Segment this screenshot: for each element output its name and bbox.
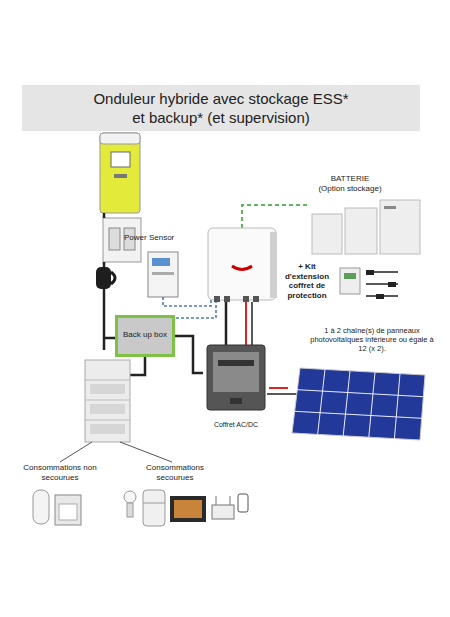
title-band: Onduleur hybride avec stockage ESS* et b… — [22, 85, 420, 131]
extension-kit — [366, 272, 398, 296]
appliance-icon — [59, 504, 77, 520]
extension-kit — [366, 270, 374, 275]
text-block: Power Sensor — [124, 233, 184, 243]
distribution-panel — [85, 360, 130, 442]
node-label: Coffret AC/DC — [203, 421, 269, 429]
cable — [269, 387, 288, 389]
distribution-panel — [90, 404, 125, 414]
node-label: 1 à 2 chaîne(s) de panneaux photovoltaïq… — [310, 326, 434, 353]
appliance-icon — [33, 490, 49, 524]
power-wire — [245, 302, 247, 345]
main-wire — [130, 357, 145, 375]
communication-wire — [163, 297, 211, 306]
appliance-icon — [170, 496, 206, 522]
battery-box: BATTERIE(Option stockage) — [300, 172, 422, 258]
node-note: (Option stockage) — [300, 184, 400, 194]
breaker-module — [109, 228, 120, 250]
appliance-icon — [55, 495, 81, 525]
appliance-icon — [124, 491, 136, 503]
node-label: Power Sensor — [124, 233, 184, 243]
power-sensor-device — [152, 272, 174, 275]
ac-dc-box — [213, 352, 259, 392]
meter — [111, 152, 130, 167]
ac-dc-box — [207, 345, 265, 410]
current-clamp — [111, 272, 115, 284]
battery-units — [345, 208, 377, 254]
solar-panel — [292, 368, 425, 440]
distribution-panel — [85, 380, 130, 420]
ac-dc-box: Coffret AC/DC — [203, 343, 269, 429]
power-sensor-device — [148, 252, 178, 297]
power-wire — [251, 302, 253, 345]
inverter — [224, 296, 230, 302]
node-label: Back up box — [118, 330, 172, 340]
text-block: Back up box — [118, 330, 172, 340]
current-clamp — [96, 267, 111, 289]
ac-dc-box — [207, 345, 265, 410]
distribution-panel — [90, 384, 125, 394]
power-sensor-device — [152, 258, 170, 266]
distribution-panel — [85, 360, 130, 442]
power-wire — [225, 302, 228, 345]
sensor-box: Power Sensor — [120, 233, 182, 299]
cable — [175, 336, 203, 373]
power-wire — [267, 393, 300, 395]
solar-panel — [292, 368, 425, 440]
ac-dc-box — [230, 398, 242, 404]
inverter — [243, 296, 249, 302]
meter — [100, 133, 140, 144]
battery-units — [312, 200, 420, 254]
current-clamp — [96, 267, 115, 289]
solar-panel — [295, 369, 424, 438]
extension-kit — [388, 282, 396, 287]
distribution-panel — [90, 424, 125, 434]
appliance-icon — [216, 496, 230, 505]
inverter — [214, 296, 220, 302]
extension-kit — [340, 268, 360, 294]
appliance-icon — [238, 494, 248, 512]
appliance-icon — [127, 503, 133, 517]
power-sensor-device — [148, 252, 178, 297]
appliance-icon — [174, 500, 202, 518]
leader-line — [60, 442, 172, 462]
battery-units — [312, 214, 342, 254]
appliance-icon — [143, 503, 165, 504]
communication-wire — [175, 300, 216, 318]
inverter — [208, 228, 276, 300]
text-block: Coffret AC/DC — [203, 421, 269, 429]
communication-wire — [242, 205, 310, 228]
load-label: Consommations non secourues — [22, 463, 98, 482]
appliance-icon — [33, 490, 248, 526]
battery-units — [384, 206, 396, 209]
battery-units — [380, 200, 420, 254]
ac-dc-box — [218, 360, 254, 366]
solar-array: 1 à 2 chaîne(s) de panneaux photovoltaïq… — [288, 326, 436, 442]
node-label: BATTERIE — [300, 174, 400, 184]
kit-note: + Kit d'extension coffret de protection — [280, 262, 334, 300]
backup-box: Back up box — [115, 315, 175, 357]
inverter — [253, 296, 259, 302]
appliance-icon — [212, 505, 234, 519]
inverter — [270, 232, 277, 298]
meter — [114, 174, 127, 178]
extension-kit — [340, 268, 398, 299]
meter — [100, 133, 140, 213]
load-label: Consommations secourues — [137, 463, 213, 482]
inverter — [208, 228, 277, 302]
appliance-icon — [143, 490, 165, 526]
leader-line — [60, 442, 172, 462]
communication-wire — [163, 205, 310, 318]
extension-kit — [376, 294, 384, 299]
title: Onduleur hybride avec stockage ESS* et b… — [90, 89, 352, 127]
extension-kit — [344, 273, 356, 279]
inverter — [232, 266, 252, 270]
text-block: 1 à 2 chaîne(s) de panneaux photovoltaïq… — [310, 326, 434, 353]
text-block: BATTERIE(Option stockage) — [300, 174, 400, 193]
meter — [100, 133, 140, 213]
